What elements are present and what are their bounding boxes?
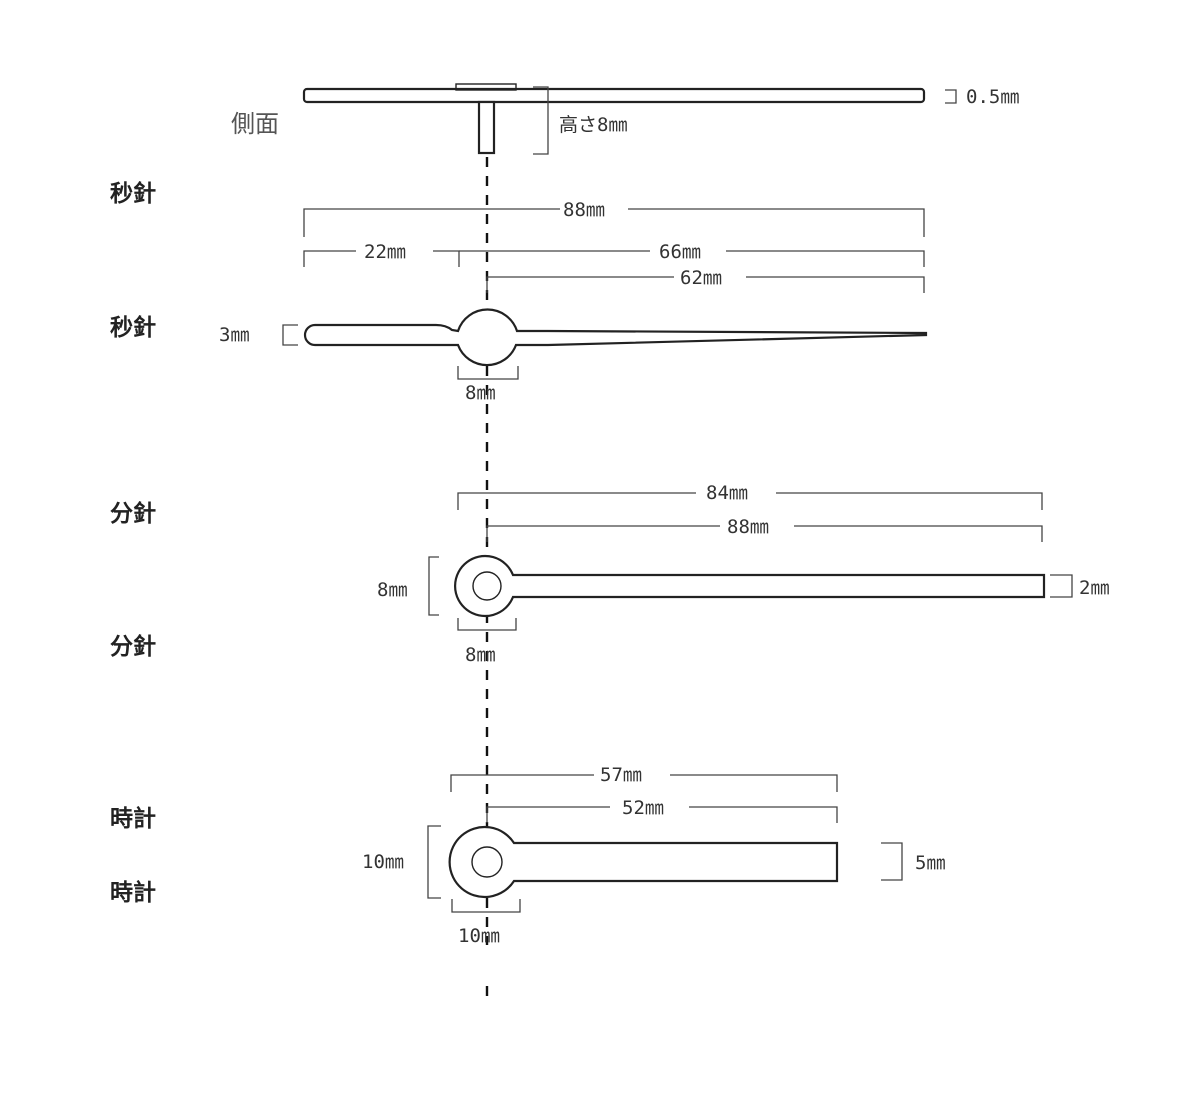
hour-blade-width-label: 5㎜ xyxy=(915,852,945,874)
second-total-length-dim xyxy=(303,208,925,237)
minute-hub-width-label: 8㎜ xyxy=(465,644,495,666)
minute-hand-heading: 分針 xyxy=(110,633,156,660)
second-front-length-label: 66㎜ xyxy=(659,241,701,263)
minute-total-length-label: 84㎜ xyxy=(706,482,748,504)
second-tail-width-label: 3㎜ xyxy=(219,324,249,346)
hour-hand-shape xyxy=(448,825,839,899)
minute-center-to-tip-label: 88㎜ xyxy=(727,516,769,538)
minute-center-to-tip-dim xyxy=(486,525,1043,542)
second-hub-diameter-bracket xyxy=(457,366,519,380)
hour-center-to-tip-dim xyxy=(486,806,838,823)
hour-hub-height-bracket xyxy=(427,825,441,899)
hour-hand-heading: 時計 xyxy=(110,879,156,906)
minute-total-length-dim xyxy=(457,492,1043,510)
second-total-length-label: 88㎜ xyxy=(563,199,605,221)
minute-hub-height-bracket xyxy=(428,556,439,616)
second-center-to-tip-label: 62㎜ xyxy=(680,267,722,289)
second-center-to-tip-dim xyxy=(486,276,925,293)
second-tail-width-bracket xyxy=(282,324,298,346)
side-view-shaft xyxy=(477,100,496,155)
side-view-plate xyxy=(302,87,926,104)
side-view-thickness-label: 0.5㎜ xyxy=(966,86,1019,108)
side-view-label: 側面 xyxy=(231,110,279,138)
minute-blade-width-label: 2㎜ xyxy=(1079,577,1109,599)
second-front-length-dim xyxy=(459,250,925,267)
second-hub-diameter-label: 8㎜ xyxy=(465,382,495,404)
side-view-height-bracket xyxy=(533,86,549,155)
second-hand-shape xyxy=(303,308,928,367)
minute-blade-width-bracket xyxy=(1050,574,1073,598)
side-view-hub-cap xyxy=(455,83,517,91)
minute-hand-shape xyxy=(454,554,1046,618)
minute-hand-heading-top: 分針 xyxy=(110,500,156,527)
second-hand-section: 秒針 秒針 88㎜ 22㎜ 66㎜ 62㎜ 3㎜ 8㎜ xyxy=(110,180,928,404)
hour-blade-width-bracket xyxy=(881,842,903,881)
hour-total-length-dim xyxy=(450,774,838,792)
second-hand-heading: 秒針 xyxy=(110,314,156,341)
minute-hub-height-label: 8㎜ xyxy=(377,579,407,601)
minute-hub-width-bracket xyxy=(457,618,517,631)
hour-hand-section: 時計 時計 57㎜ 52㎜ 10㎜ 10㎜ 5㎜ xyxy=(110,764,945,947)
hour-total-length-label: 57㎜ xyxy=(600,764,642,786)
hour-hub-width-label: 10㎜ xyxy=(458,925,500,947)
hour-hub-height-label: 10㎜ xyxy=(362,851,404,873)
side-view: 0.5㎜ 高さ8㎜ 側面 xyxy=(231,83,1019,155)
hour-hand-center-hole xyxy=(471,846,503,878)
second-tail-length-label: 22㎜ xyxy=(364,241,406,263)
hour-center-to-tip-label: 52㎜ xyxy=(622,797,664,819)
minute-hand-center-hole xyxy=(472,571,502,601)
side-view-thickness-bracket xyxy=(945,89,957,104)
hour-hub-width-bracket xyxy=(451,899,521,913)
second-hand-heading-top: 秒針 xyxy=(110,180,156,207)
hour-hand-heading-top: 時計 xyxy=(110,805,156,832)
side-view-height-label: 高さ8㎜ xyxy=(559,114,627,136)
minute-hand-section: 分針 分針 84㎜ 88㎜ 8㎜ 8㎜ 2㎜ xyxy=(110,482,1109,666)
